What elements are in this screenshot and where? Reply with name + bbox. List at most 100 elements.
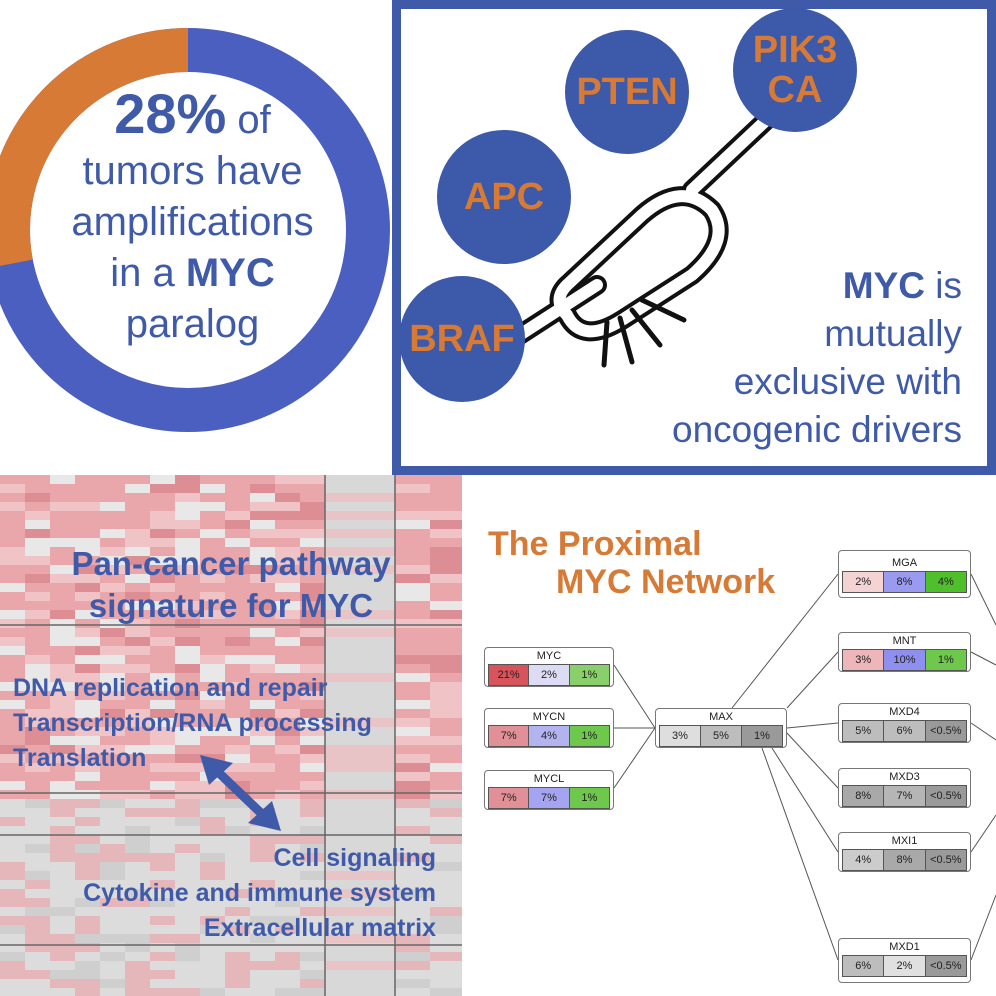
node-label: MYC — [536, 650, 562, 662]
caption-of: of — [237, 98, 271, 142]
node-value-cell: 5% — [700, 726, 741, 746]
node-value-cell: 1% — [924, 650, 966, 670]
pathway-title-line2: signature for MYC — [88, 587, 374, 624]
node-values: 7%4%1% — [488, 725, 610, 747]
network-edge — [771, 747, 839, 853]
exclusivity-myc: MYC — [842, 265, 925, 306]
node-values: 5%6%<0.5% — [842, 720, 967, 742]
node-value-cell: 7% — [489, 788, 529, 808]
node-label: MGA — [891, 557, 918, 569]
node-label: MYCN — [532, 711, 566, 723]
pathway-item-dna-replication: DNA replication and repair — [13, 674, 328, 702]
exclusivity-caption: MYC is mutually exclusive with oncogenic… — [602, 262, 962, 454]
node-value-cell: 7% — [883, 786, 925, 806]
pathway-down-list: Cell signaling Cytokine and immune syste… — [83, 841, 436, 946]
pathway-panel: Pan-cancer pathway signature for MYC DNA… — [0, 475, 462, 996]
node-value-cell: 2% — [528, 665, 569, 685]
node-value-cell: <0.5% — [924, 956, 966, 976]
node-value-cell: 8% — [883, 572, 925, 592]
amplification-percent: 28% — [114, 82, 227, 145]
network-edge — [761, 747, 839, 961]
node-value-cell: 4% — [528, 726, 569, 746]
node-values: 3%10%1% — [842, 649, 967, 671]
node-value-cell: 7% — [489, 726, 529, 746]
network-node-mxd4: MXD4 5%6%<0.5% — [838, 703, 971, 743]
node-value-cell: 7% — [528, 788, 569, 808]
caption-line-paralog: paralog — [125, 302, 260, 346]
node-label: MYCL — [533, 773, 565, 785]
node-value-cell: 4% — [924, 572, 966, 592]
network-edge — [970, 722, 996, 741]
node-values: 7%7%1% — [488, 787, 610, 809]
network-title-line1: The Proximal — [488, 525, 702, 563]
gene-pten: PTEN — [565, 30, 689, 154]
network-title: The Proximal MYC Network — [488, 525, 818, 601]
network-edge — [786, 722, 839, 729]
network-edge — [970, 651, 996, 666]
network-edge — [731, 573, 839, 709]
node-value-cell: 1% — [568, 726, 609, 746]
node-value-cell: 2% — [883, 956, 925, 976]
exclusivity-is: is — [935, 265, 962, 306]
gene-pik3ca-line1: PIK3 — [752, 29, 838, 71]
caption-line-tumors: tumors have — [82, 149, 303, 193]
network-node-mxd1: MXD1 6%2%<0.5% — [838, 938, 971, 983]
pathway-item-ecm: Extracellular matrix — [203, 914, 436, 942]
node-label: MXD4 — [889, 706, 920, 718]
gene-pik3ca-line2: CA — [767, 69, 823, 111]
panel-frame — [392, 0, 996, 475]
gene-braf: BRAF — [399, 276, 525, 402]
node-value-cell: 4% — [843, 850, 884, 870]
node-values: 21%2%1% — [488, 664, 610, 686]
network-edge — [970, 894, 996, 961]
pathway-up-list: DNA replication and repair Transcription… — [13, 671, 372, 776]
exclusivity-line-mutually: mutually — [824, 313, 962, 354]
pathway-item-transcription: Transcription/RNA processing — [13, 709, 372, 737]
node-value-cell: 6% — [843, 956, 884, 976]
pathway-item-translation: Translation — [13, 744, 147, 772]
node-value-cell: <0.5% — [924, 721, 966, 741]
network-edge — [970, 814, 996, 853]
network-title-line2: MYC Network — [556, 563, 776, 601]
network-edge — [970, 573, 996, 626]
node-value-cell: 1% — [741, 726, 782, 746]
node-label: MXD1 — [889, 941, 920, 953]
network-node-mxd3: MXD3 8%7%<0.5% — [838, 768, 971, 808]
node-values: 3%5%1% — [659, 725, 783, 747]
node-value-cell: 1% — [568, 665, 609, 685]
pathway-item-cell-signaling: Cell signaling — [273, 844, 436, 872]
double-arrow-icon — [200, 755, 281, 831]
amplification-donut-chart — [0, 28, 390, 432]
node-values: 8%7%<0.5% — [842, 785, 967, 807]
amplification-panel: 28% of tumors have amplifications in a M… — [0, 0, 392, 475]
pathway-title-line1: Pan-cancer pathway — [71, 545, 391, 582]
network-edge — [786, 732, 839, 789]
network-node-max: MAX 3%5%1% — [655, 708, 787, 748]
node-value-cell: 10% — [883, 650, 925, 670]
node-value-cell: 3% — [843, 650, 884, 670]
network-edge — [786, 651, 839, 709]
node-value-cell: 1% — [568, 788, 609, 808]
node-label: MXD3 — [889, 771, 920, 783]
node-values: 2%8%4% — [842, 571, 967, 593]
network-node-myc: MYC 21%2%1% — [484, 647, 614, 687]
node-label: MXI1 — [891, 835, 918, 847]
network-node-mxi1: MXI1 4%8%<0.5% — [838, 832, 971, 872]
node-value-cell: 2% — [843, 572, 884, 592]
node-value-cell: <0.5% — [924, 786, 966, 806]
node-label: MAX — [709, 711, 733, 723]
node-value-cell: 8% — [883, 850, 925, 870]
node-value-cell: 21% — [489, 665, 529, 685]
node-values: 4%8%<0.5% — [842, 849, 967, 871]
node-value-cell: 5% — [843, 721, 884, 741]
gene-apc: APC — [437, 130, 571, 264]
node-value-cell: 3% — [660, 726, 700, 746]
node-values: 6%2%<0.5% — [842, 955, 967, 977]
network-edge — [613, 664, 656, 729]
